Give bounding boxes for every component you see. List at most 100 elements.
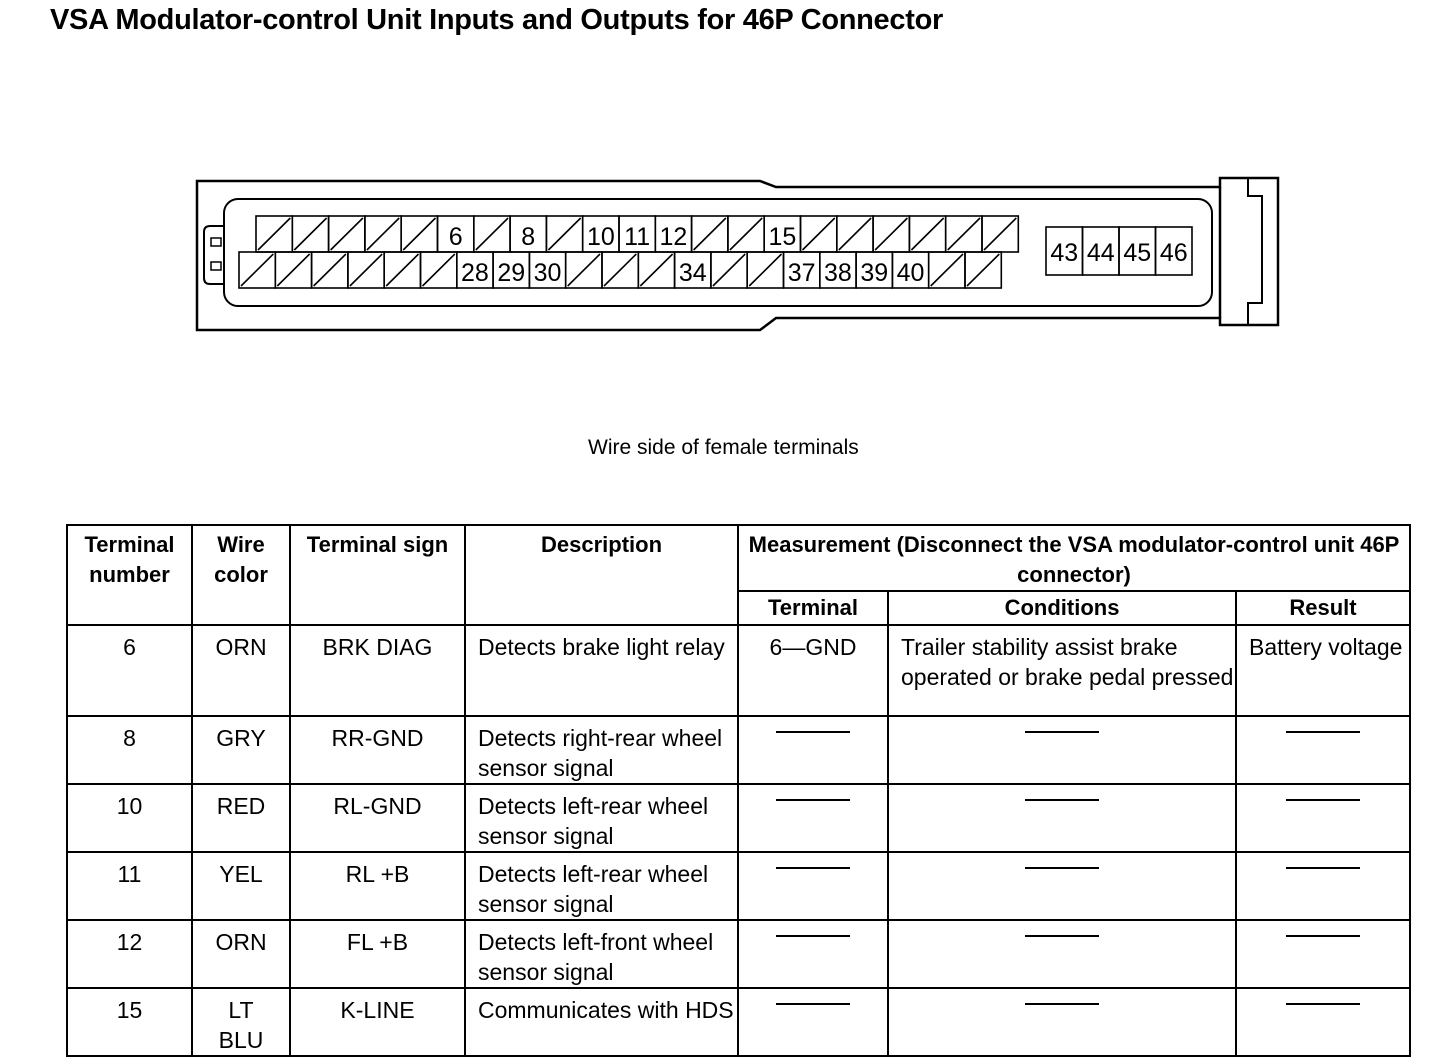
result: Battery voltage bbox=[1235, 624, 1411, 717]
dash-mark bbox=[776, 935, 850, 937]
blocked-slash bbox=[801, 217, 836, 251]
diagram-caption: Wire side of female terminals bbox=[588, 436, 859, 459]
dash-mark bbox=[1025, 799, 1099, 801]
meas-terminal bbox=[737, 987, 889, 1057]
wire-color: LT BLU bbox=[191, 987, 291, 1057]
conditions bbox=[887, 715, 1237, 785]
blocked-slash bbox=[547, 217, 582, 251]
empty-cavity bbox=[964, 251, 1003, 289]
terminal-number: 15 bbox=[66, 987, 193, 1057]
blocked-slash bbox=[349, 253, 383, 287]
header-meas-terminal: Terminal bbox=[737, 590, 889, 626]
terminal-cavity bbox=[1154, 226, 1193, 276]
blocked-slash bbox=[729, 217, 763, 251]
blocked-slash bbox=[421, 253, 456, 287]
terminal-sign: RL-GND bbox=[289, 783, 466, 853]
blocked-slash bbox=[838, 217, 872, 251]
terminal-sign: RL +B bbox=[289, 851, 466, 921]
terminal-label: 43 bbox=[1050, 239, 1078, 267]
terminal-number: 10 bbox=[66, 783, 193, 853]
dash-mark bbox=[776, 867, 850, 869]
dash-mark bbox=[776, 799, 850, 801]
blocked-slash bbox=[947, 217, 981, 251]
dash-mark bbox=[1286, 731, 1360, 733]
conditions bbox=[887, 919, 1237, 989]
terminal-number: 12 bbox=[66, 919, 193, 989]
terminal-label: 28 bbox=[461, 259, 489, 287]
blocked-slash bbox=[874, 217, 908, 251]
result bbox=[1235, 919, 1411, 989]
wire-color: ORN bbox=[191, 919, 291, 989]
terminal-number: 8 bbox=[66, 715, 193, 785]
table-row: 10 RED RL-GND Detects left-rear wheel se… bbox=[66, 783, 1411, 853]
blocked-slash bbox=[402, 217, 437, 251]
blocked-slash bbox=[240, 253, 274, 287]
result bbox=[1235, 783, 1411, 853]
dash-mark bbox=[776, 1003, 850, 1005]
blocked-slash bbox=[910, 217, 945, 251]
result bbox=[1235, 851, 1411, 921]
blocked-slash bbox=[313, 253, 347, 287]
terminal-sign: RR-GND bbox=[289, 715, 466, 785]
terminal-label: 46 bbox=[1160, 239, 1188, 267]
terminal-label: 37 bbox=[788, 259, 816, 287]
blocked-slash bbox=[330, 217, 364, 251]
description: Detects brake light relay bbox=[464, 624, 739, 717]
dash-mark bbox=[1025, 867, 1099, 869]
header-terminal-number: Terminal number bbox=[66, 524, 193, 626]
header-wire-color: Wire color bbox=[191, 524, 291, 626]
dash-mark bbox=[1286, 935, 1360, 937]
table-row: 12 ORN FL +B Detects left-front wheel se… bbox=[66, 919, 1411, 989]
connector-latch bbox=[1247, 178, 1263, 325]
table-row: 15 LT BLU K-LINE Communicates with HDS bbox=[66, 987, 1411, 1057]
terminal-label: 39 bbox=[860, 259, 888, 287]
blocked-slash bbox=[366, 217, 400, 251]
terminal-sign: K-LINE bbox=[289, 987, 466, 1057]
blocked-slash bbox=[930, 253, 964, 287]
dash-mark bbox=[1025, 935, 1099, 937]
connector-inner-frame bbox=[223, 198, 1213, 307]
description: Detects left-rear wheel sensor signal bbox=[464, 783, 739, 853]
blocked-slash bbox=[276, 253, 311, 287]
wire-color: YEL bbox=[191, 851, 291, 921]
terminal-label: 30 bbox=[534, 259, 562, 287]
blocked-slash bbox=[966, 253, 1000, 287]
blocked-slash bbox=[257, 217, 291, 251]
table-row: 8 GRY RR-GND Detects right-rear wheel se… bbox=[66, 715, 1411, 785]
terminal-label: 15 bbox=[768, 223, 796, 251]
dash-mark bbox=[1286, 867, 1360, 869]
header-meas-conditions: Conditions bbox=[887, 590, 1237, 626]
terminal-label: 44 bbox=[1087, 239, 1115, 267]
terminal-label: 11 bbox=[624, 223, 650, 251]
blocked-slash bbox=[712, 253, 746, 287]
header-measurement: Measurement (Disconnect the VSA modulato… bbox=[737, 524, 1411, 592]
terminal-label: 6 bbox=[449, 223, 463, 251]
conditions: Trailer stability assist brake operated … bbox=[887, 624, 1237, 717]
blocked-slash bbox=[385, 253, 420, 287]
result bbox=[1235, 987, 1411, 1057]
blocked-slash bbox=[293, 217, 328, 251]
terminal-label: 29 bbox=[497, 259, 525, 287]
terminal-label: 8 bbox=[521, 223, 535, 251]
terminal-table: Terminal number Wire color Terminal sign… bbox=[66, 524, 1411, 1057]
dash-mark bbox=[1025, 1003, 1099, 1005]
meas-terminal bbox=[737, 851, 889, 921]
meas-terminal bbox=[737, 715, 889, 785]
description: Detects left-front wheel sensor signal bbox=[464, 919, 739, 989]
terminal-label: 45 bbox=[1123, 239, 1151, 267]
dash-mark bbox=[1286, 1003, 1360, 1005]
result bbox=[1235, 715, 1411, 785]
dash-mark bbox=[1286, 799, 1360, 801]
description: Detects left-rear wheel sensor signal bbox=[464, 851, 739, 921]
meas-terminal: 6—GND bbox=[737, 624, 889, 717]
blocked-slash bbox=[983, 217, 1017, 251]
description: Communicates with HDS bbox=[464, 987, 739, 1057]
description: Detects right-rear wheel sensor signal bbox=[464, 715, 739, 785]
wire-color: GRY bbox=[191, 715, 291, 785]
blocked-slash bbox=[475, 217, 509, 251]
meas-terminal bbox=[737, 919, 889, 989]
terminal-number: 11 bbox=[66, 851, 193, 921]
terminal-label: 10 bbox=[587, 223, 615, 251]
